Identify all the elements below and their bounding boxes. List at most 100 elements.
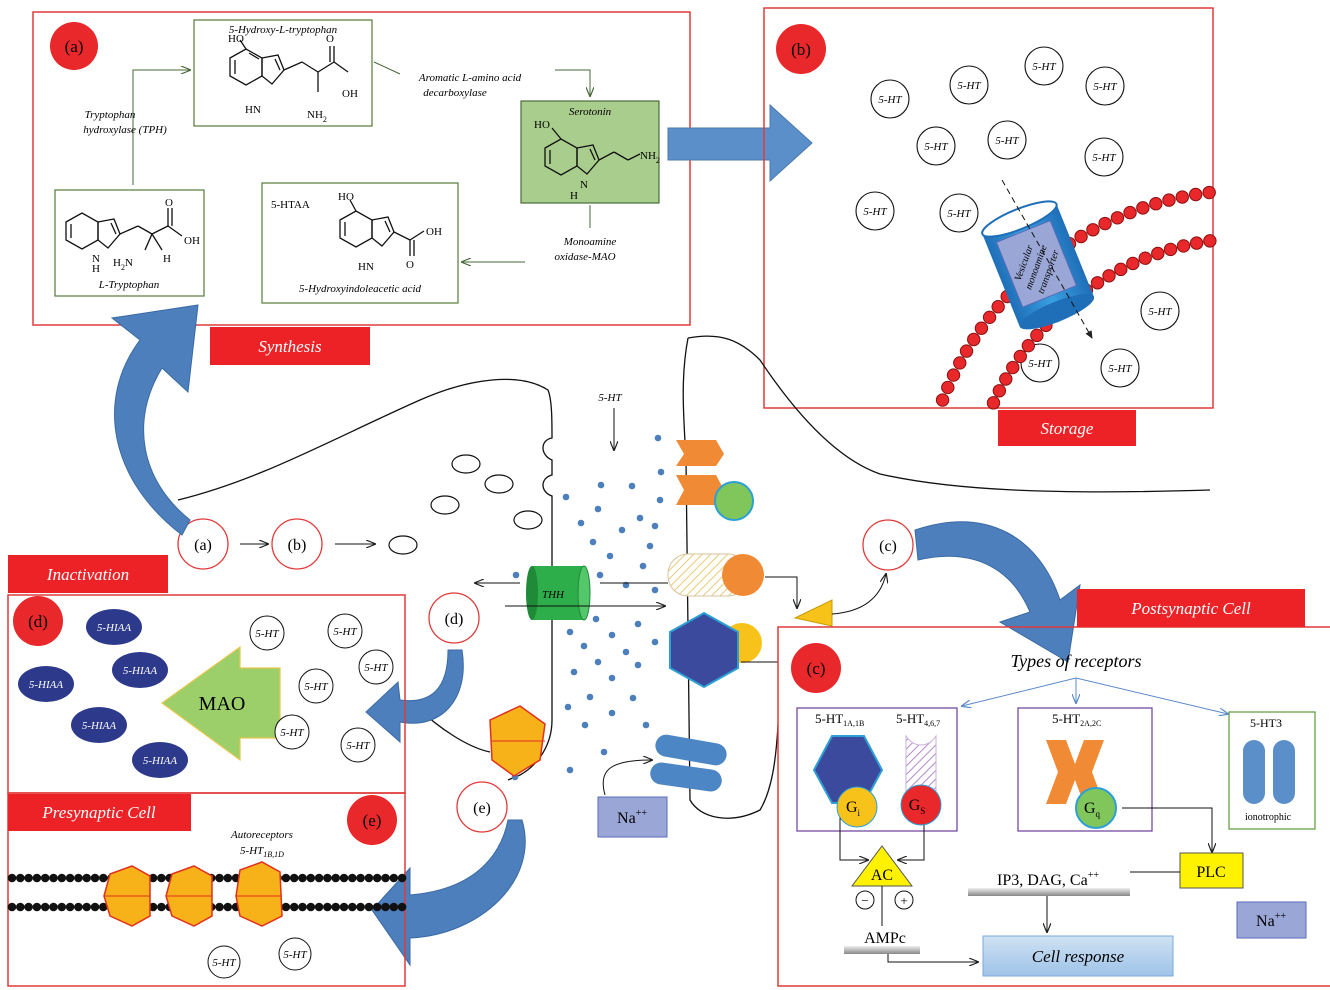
ionotrophic-label: ionotrophic (1245, 812, 1292, 823)
receptor-to-triangle-arrow (765, 576, 797, 608)
atom-oh-trp: OH (184, 235, 200, 247)
autoreceptors-label: Autoreceptors (230, 829, 293, 841)
svg-text:5-HT: 5-HT (995, 135, 1019, 147)
na-box-post (1236, 901, 1307, 939)
step-c: (c) (879, 538, 897, 555)
badge-a-label: (a) (65, 37, 84, 56)
hiaa-name: 5-Hydroxyindoleacetic acid (299, 283, 422, 295)
arrow-to-inactivation (365, 649, 464, 744)
inactivation-banner-label: Inactivation (46, 565, 129, 584)
aadc-line2: decarboxylase (423, 87, 487, 99)
hiaa-molecule: 5-HIAA (132, 742, 188, 778)
postsynaptic-membrane (687, 335, 1211, 493)
panel-synthesis: (a) 5-Hydroxy-L-tryptophan HO HN O OH NH… (32, 11, 691, 365)
panel-inactivation: Inactivation (d) 5-HIAA 5-HIAA 5-HIAA 5-HIA… (7, 555, 406, 794)
badge-e-label: (e) (363, 811, 382, 830)
r4-label: 5-HT3 (1250, 716, 1282, 730)
aadc-arrow (555, 69, 590, 96)
gs-label: GS (909, 797, 926, 816)
svg-text:5-HT: 5-HT (255, 628, 279, 640)
presynaptic-banner-label: Presynaptic Cell (41, 803, 155, 822)
vesicle-5ht: 5-HT (1084, 137, 1124, 177)
arrow-synthesis-to-storage (667, 103, 813, 183)
thh-transporter: THH (526, 565, 591, 621)
ac-label: AC (871, 867, 893, 884)
svg-text:5-HT: 5-HT (957, 80, 981, 92)
inactivation-5ht-molecule: 5-HT (327, 613, 363, 649)
ac-plus: + (900, 893, 907, 908)
atom-ho-1: HO (228, 33, 244, 45)
cleft-5ht-label: 5-HT (598, 392, 622, 404)
step-a: (a) (194, 537, 212, 554)
transport-arrow (1001, 179, 1093, 339)
tph-line2: hydroxylase (TPH) (83, 124, 167, 136)
mao-label: MAO (199, 693, 246, 715)
atom-n-trp: N (92, 253, 100, 265)
svg-text:5-HT: 5-HT (1032, 61, 1056, 73)
inactivation-5ht-molecule: 5-HT (249, 615, 285, 651)
panel-postsynaptic: Postsynaptic Cell (c) Types of receptors… (777, 589, 1330, 987)
atom-h2n-trp: H2N (113, 257, 133, 272)
badge-b-label: (b) (791, 40, 811, 59)
atom-oh-1: OH (342, 88, 358, 100)
gq-label: Gq (1084, 800, 1101, 819)
na-arrow (602, 760, 652, 796)
svg-text:5-HT: 5-HT (304, 681, 328, 693)
svg-text:5-HT: 5-HT (333, 626, 357, 638)
atom-ho-hiaa: HO (338, 191, 354, 203)
vesicle-5ht: 5-HT (870, 79, 910, 119)
inactivation-5ht-molecule: 5-HT (340, 727, 376, 763)
svg-text:5-HT: 5-HT (283, 949, 307, 961)
inactivation-banner (8, 555, 168, 593)
presynaptic-membrane (177, 378, 553, 781)
storage-banner (998, 410, 1136, 446)
aadc-line1: Aromatic L-amino acid (418, 72, 522, 84)
receptor-box-1 (796, 707, 958, 832)
svg-text:5-HIAA: 5-HIAA (29, 679, 63, 691)
na-post-label: Na++ (1256, 911, 1286, 930)
inactivation-5ht-molecule: 5-HT (358, 649, 394, 685)
postsynaptic-banner-label: Postsynaptic Cell (1130, 599, 1251, 618)
vesicle-5ht: 5-HT (1140, 291, 1180, 331)
trp-box (54, 189, 205, 297)
badge-a (50, 22, 98, 70)
step-d: (d) (445, 611, 464, 628)
inactivation-5ht-molecule: 5-HT (298, 668, 334, 704)
presynaptic-banner (8, 794, 191, 831)
badge-b (776, 24, 826, 74)
svg-text:5-HIAA: 5-HIAA (97, 622, 131, 634)
atom-ho-ser: HO (534, 119, 550, 131)
vesicle-5ht: 5-HT (1085, 66, 1125, 106)
serotonin-structure (544, 127, 641, 176)
vesicle-5ht: 5-HT (1024, 46, 1064, 86)
mao-line1: Monoamine (563, 236, 617, 248)
hiaa-structure (339, 199, 425, 256)
htaa-label: 5-HTAA (271, 199, 310, 211)
vesicular-transporter (981, 200, 1095, 330)
hydroxy-trp-box (193, 19, 373, 127)
synthesis-banner-label: Synthesis (258, 337, 322, 356)
r1-label: 5-HT1A,1B (815, 711, 864, 728)
cell-response-label: Cell response (1032, 947, 1125, 966)
svg-text:5-HIAA: 5-HIAA (143, 755, 177, 767)
tph-line1: Tryptophan (85, 109, 136, 121)
badge-d-label: (d) (28, 612, 48, 631)
thh-label: THH (542, 589, 565, 601)
inactivation-5ht-molecule: 5-HT (274, 714, 310, 750)
vesicle-5ht: 5-HT (987, 120, 1027, 160)
badge-c (791, 643, 841, 693)
autoreceptors (103, 861, 283, 927)
synaptic-vesicles (388, 454, 543, 555)
vesicle-5ht: 5-HT (916, 126, 956, 166)
receptor-box-3 (1228, 711, 1316, 830)
atom-h-trp2: H (163, 253, 171, 265)
mao-arrow-shape (160, 645, 281, 762)
arrow-to-synthesis (110, 304, 199, 536)
svg-text:5-HIAA: 5-HIAA (82, 720, 116, 732)
serotonin-molecules (511, 434, 665, 781)
triangle-to-c-arrow (831, 574, 886, 615)
trp-structure (65, 208, 183, 251)
